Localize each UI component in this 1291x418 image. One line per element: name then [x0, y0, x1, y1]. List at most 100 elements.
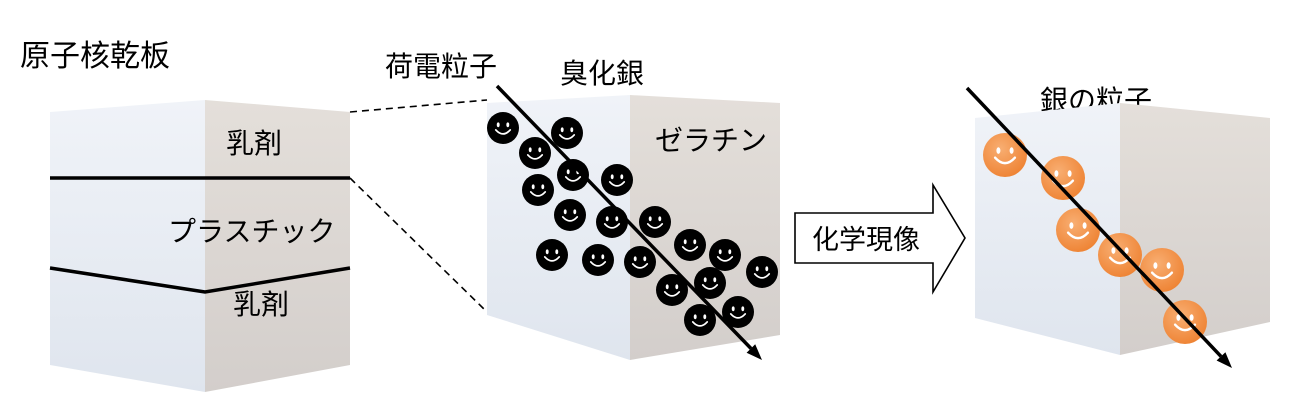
smiley-mouth: [558, 134, 576, 140]
smiley-eye: [560, 127, 564, 133]
smiley-face-icon: [554, 199, 586, 231]
smiley-eye: [718, 249, 722, 255]
smiley-eye: [610, 174, 614, 180]
smiley-face-icon: [624, 246, 656, 278]
smiley-eye: [570, 127, 574, 133]
smiley-face-icon: [694, 267, 726, 299]
smiley-mouth: [529, 191, 547, 197]
smiley-eye: [605, 216, 609, 222]
smiley-face-icon: [709, 239, 741, 271]
silver-bromide-particle: [709, 239, 741, 271]
silver-bromide-label: 臭化銀: [560, 57, 644, 90]
smiley-eye: [643, 256, 647, 262]
smiley-mouth: [608, 181, 626, 187]
smiley-face-icon: [1041, 156, 1085, 200]
smiley-mouth: [561, 216, 579, 222]
smiley-face-icon: [1098, 233, 1142, 277]
smiley-mouth: [993, 156, 1017, 165]
zoom-line-bottom: [349, 177, 488, 313]
plate-right-face: [205, 100, 350, 392]
silver-grain-particle: [1056, 208, 1100, 252]
smiley-eye: [1009, 147, 1014, 154]
smiley-eye: [1189, 314, 1194, 321]
arrow-icon: [495, 84, 753, 350]
silver-bromide-particle: [684, 304, 716, 336]
smiley-face-icon: [596, 206, 628, 238]
smiley-face-icon: [536, 239, 568, 271]
smiley-eye: [563, 209, 567, 215]
smiley-eye: [755, 266, 759, 272]
developed-track-arrow: [965, 86, 1232, 368]
smiley-mouth: [543, 256, 561, 262]
smiley-eye: [713, 277, 717, 283]
silver-bromide-particle: [746, 256, 778, 288]
smiley-face-icon: [601, 164, 633, 196]
smiley-eye: [531, 184, 535, 190]
smiley-face-icon: [656, 274, 688, 306]
plate-title: 原子核乾板: [20, 39, 170, 74]
layer-label-top-emulsion: 乳剤: [226, 127, 282, 160]
smiley-face-icon: [557, 159, 589, 191]
silver-grain-particle: [1140, 248, 1184, 292]
layer-label-bottom-emulsion: 乳剤: [233, 288, 289, 321]
silver-grain-particle: [1163, 300, 1207, 344]
charged-particle-label: 荷電粒子: [385, 50, 497, 83]
silver-grain-particle: [1041, 156, 1085, 200]
smiley-eye: [741, 306, 745, 312]
silver-grain-particle: [1098, 233, 1142, 277]
smiley-eye: [683, 239, 687, 245]
silver-bromide-particle: [582, 244, 614, 276]
smiley-mouth: [603, 223, 621, 229]
smiley-face-icon: [582, 244, 614, 276]
smiley-face-icon: [1056, 208, 1100, 252]
silver-bromide-particle: [722, 296, 754, 328]
smiley-eye: [591, 254, 595, 260]
smiley-face-icon: [639, 206, 671, 238]
smiley-mouth: [716, 256, 734, 262]
smiley-eye: [601, 254, 605, 260]
smiley-face-icon: [551, 117, 583, 149]
smiley-eye: [620, 174, 624, 180]
smiley-eye: [541, 184, 545, 190]
silver-bromide-particle: [601, 164, 633, 196]
smiley-eye: [1124, 247, 1129, 254]
silver-bromide-particle: [596, 206, 628, 238]
smiley-mouth: [631, 263, 649, 269]
smiley-eye: [615, 216, 619, 222]
layer-boundary-lower: [49, 266, 351, 294]
smiley-eye: [528, 147, 532, 153]
arrowhead-icon: [1216, 352, 1232, 368]
smiley-eye: [1054, 170, 1059, 177]
smiley-mouth: [663, 291, 681, 297]
smiley-face-icon: [746, 256, 778, 288]
smiley-eye: [1111, 247, 1116, 254]
smiley-eye: [665, 284, 669, 290]
smiley-face-icon: [487, 112, 519, 144]
smiley-mouth: [589, 261, 607, 267]
smiley-mouth: [494, 129, 512, 135]
silver-bromide-particle: [656, 274, 688, 306]
arrow-icon: [965, 86, 1223, 358]
smiley-eye: [1067, 170, 1072, 177]
silver-bromide-particle: [554, 199, 586, 231]
silver-bromide-particle: [522, 174, 554, 206]
smiley-mouth: [564, 176, 582, 182]
silver-bromide-particles: [487, 112, 778, 336]
smiley-face-icon: [522, 174, 554, 206]
smiley-eye: [1166, 262, 1171, 269]
smiley-mouth: [691, 321, 709, 327]
smiley-eye: [545, 249, 549, 255]
silver-bromide-particle: [551, 117, 583, 149]
smiley-eye: [555, 249, 559, 255]
smiley-mouth: [729, 313, 747, 319]
layer-label-plastic: プラスチック: [168, 215, 335, 248]
smiley-eye: [496, 122, 500, 128]
smiley-eye: [573, 209, 577, 215]
plate-left-face: [50, 100, 205, 392]
smiley-mouth: [1150, 271, 1174, 280]
smiley-eye: [658, 216, 662, 222]
smiley-eye: [506, 122, 510, 128]
smiley-face-icon: [674, 229, 706, 261]
smiley-face-icon: [983, 133, 1027, 177]
smiley-eye: [703, 314, 707, 320]
